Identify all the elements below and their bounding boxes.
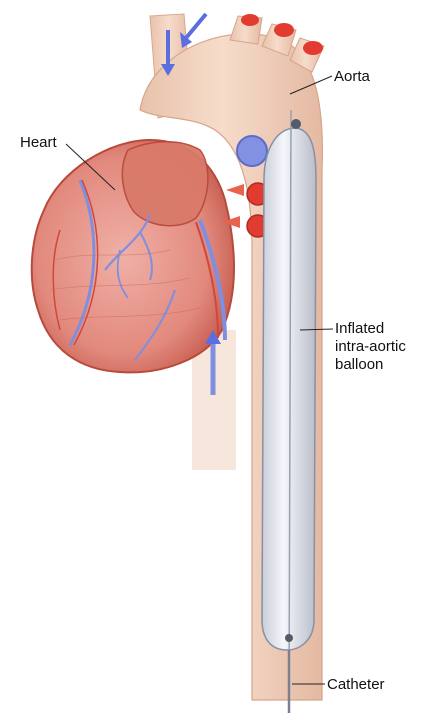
balloon-label-line-3: balloon xyxy=(335,356,424,374)
aorta-label: Aorta xyxy=(334,68,370,86)
heart-label: Heart xyxy=(20,134,57,152)
balloon-label-line-1: Inflated xyxy=(335,320,424,338)
branch-opening-1 xyxy=(241,14,259,26)
balloon-label: Inflated intra-aortic balloon xyxy=(335,320,424,374)
heart-illustration xyxy=(32,140,234,372)
balloon-base-marker xyxy=(285,634,293,642)
pulmonary-vessel xyxy=(237,136,267,166)
balloon-label-line-2: intra-aortic xyxy=(335,338,424,356)
branch-opening-2 xyxy=(274,23,294,37)
balloon-tip-marker xyxy=(291,119,301,129)
catheter-label: Catheter xyxy=(327,676,385,694)
intra-aortic-balloon xyxy=(262,110,316,700)
branch-opening-3 xyxy=(303,41,323,55)
